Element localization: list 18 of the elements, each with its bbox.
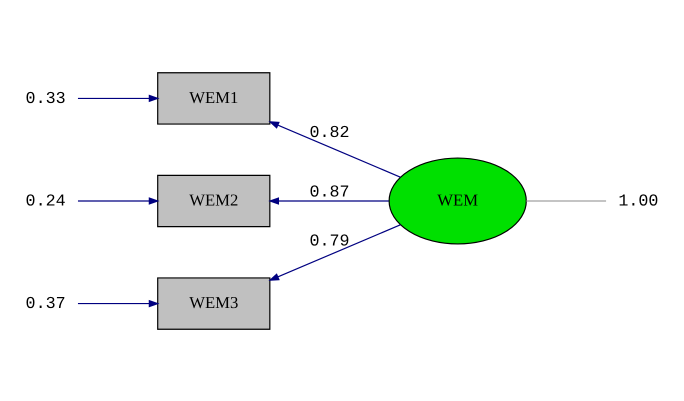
node-text: 0.37 (26, 294, 66, 314)
arrow (78, 299, 160, 307)
arrow (268, 196, 389, 204)
arrow (78, 94, 160, 102)
node-ellipse: WEM (388, 156, 527, 244)
node-text: 0.33 (26, 89, 66, 108)
edge-label: 0.82 (309, 123, 350, 142)
arrow (268, 120, 401, 178)
node-box: WEM2 (157, 174, 270, 227)
arrow (78, 196, 160, 204)
edge-label: 0.87 (309, 182, 350, 202)
node-box: WEM1 (157, 72, 270, 124)
edge-label: 0.79 (309, 232, 350, 251)
arrow (268, 224, 401, 280)
connector (526, 200, 606, 202)
node-text: 0.24 (26, 192, 66, 211)
node-text: 1.00 (618, 192, 658, 211)
node-box: WEM3 (157, 276, 270, 330)
